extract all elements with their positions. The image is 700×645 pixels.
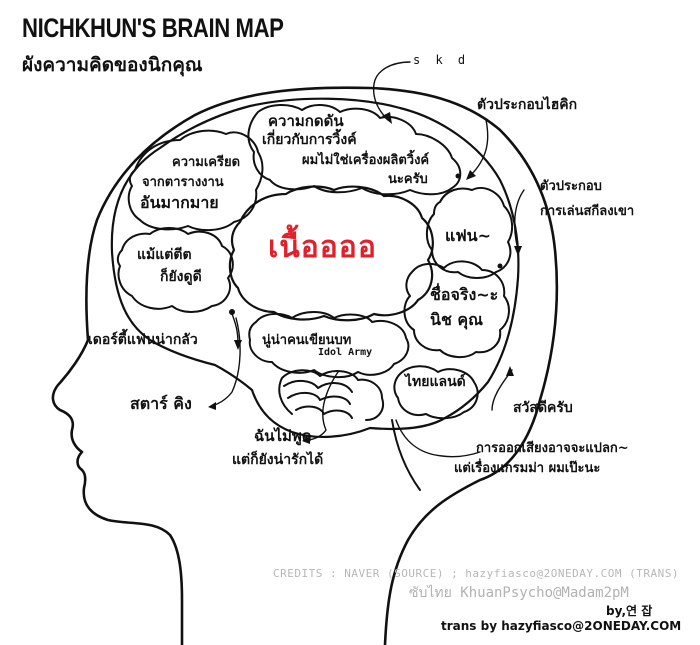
callout-chic-part: ตัวประกอบไฮคิก: [477, 97, 578, 113]
region-script-line2: Idol Army: [318, 347, 373, 358]
gyrus-center: [228, 185, 434, 322]
brainstem: [391, 419, 421, 491]
head-silhouette: [51, 86, 559, 645]
author-credit: by,연 잡: [606, 604, 653, 618]
gyrus-thailand: [393, 365, 479, 420]
callout-dirty-fan: เดอร์ตี้แฟนน่ากลัว: [88, 332, 198, 348]
region-script-line1: นู่น่าคนเขียนบท: [262, 333, 352, 348]
callout-comedy-line2: การเล่นสกีลงเขา: [540, 204, 635, 219]
callout-quiet-line1: ฉันไม่พูด: [254, 427, 312, 445]
diagram-title: NICHKHUN'S BRAIN MAP: [22, 13, 284, 43]
callout-comedy-line1: ตัวประกอบ: [540, 179, 602, 194]
gyrus-name: [403, 260, 510, 358]
translator-credit: trans by hazyfiasco@2ONEDAY.COM: [441, 619, 682, 633]
gyrus-fan: [426, 187, 514, 279]
region-name-line1: ชื่อจริง~ะ: [430, 285, 499, 304]
region-name-line2: นิช คุณ: [430, 310, 483, 329]
brain-outline: [110, 97, 520, 439]
region-thailand: ไทยแลนด์: [405, 374, 466, 390]
gyrus-dark: [116, 227, 234, 313]
region-dark-line1: แม้แต่ตีต: [137, 247, 192, 263]
region-fan: แฟน~: [445, 226, 491, 245]
region-stress-line3: อันมากมาย: [140, 193, 219, 212]
region-stress-line2: จากตารางงาน: [142, 175, 224, 190]
callout-arrowheads: [208, 112, 522, 444]
gyrus-stress: [127, 129, 264, 232]
region-dark-line2: ก็ยังดูดี: [160, 269, 202, 285]
callout-skd: s k d: [413, 53, 470, 67]
gyrus-script: [248, 311, 410, 378]
credits-line: CREDITS : NAVER (SOURCE) ; hazyfiasco@2O…: [273, 567, 679, 580]
callout-accent-line2: แต่เรื่องแกรมม่า ผมเป๊ะนะ: [454, 461, 601, 476]
region-top-line3: ผมไม่ใช่เครื่องผลิตวิ้งค์: [302, 153, 430, 168]
cerebellum: [278, 369, 384, 421]
gyrus-top: [247, 104, 462, 196]
diagram-subtitle: ผังความคิดของนิกคุณ: [22, 54, 203, 76]
thai-sub-credit: ซับไทย KhuanPsycho@Madam2pM: [409, 585, 629, 601]
callout-accent-line1: การออกเสียงอาจจะแปลก~: [476, 441, 629, 456]
center-label: เนื้ออออ: [268, 230, 377, 265]
region-top-line2: เกี่ยวกับการวิ้งค์: [262, 132, 357, 148]
region-top-line1: ความกดดัน: [268, 112, 344, 130]
marker-dots: [229, 173, 503, 315]
callout-star-king: สตาร์ คิง: [130, 394, 192, 413]
region-top-line4: นะครับ: [388, 172, 428, 187]
region-stress-line1: ความเครียด: [172, 155, 241, 170]
callout-hello: สวัสดีครับ: [513, 400, 573, 416]
callout-quiet-line2: แต่ก็ยังน่ารักได้: [232, 452, 324, 468]
